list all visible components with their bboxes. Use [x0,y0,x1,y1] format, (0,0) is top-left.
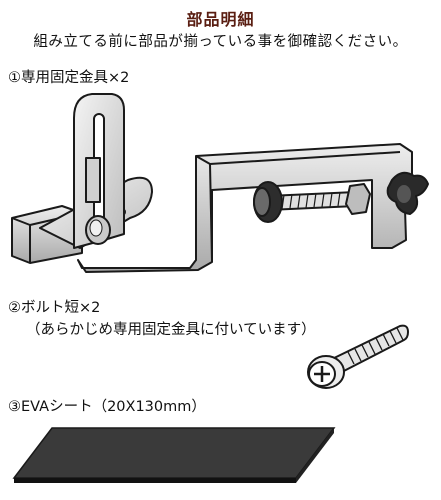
item-2-note: （あらかじめ専用固定金具に付いています） [26,322,316,338]
item-3-label: ③EVAシート（20X130mm） [8,399,206,415]
item-1-label: ①専用固定金具×2 [8,70,130,86]
page-title: 部品明細 [186,10,255,29]
eva-sheet-illustration [12,427,336,483]
short-bolt-illustration [307,324,409,389]
item-2-label: ②ボルト短×2 [8,300,101,316]
clamp-bracket-illustration [11,93,429,273]
page-subtitle: 組み立てる前に部品が揃っている事を御確認ください。 [33,34,408,50]
